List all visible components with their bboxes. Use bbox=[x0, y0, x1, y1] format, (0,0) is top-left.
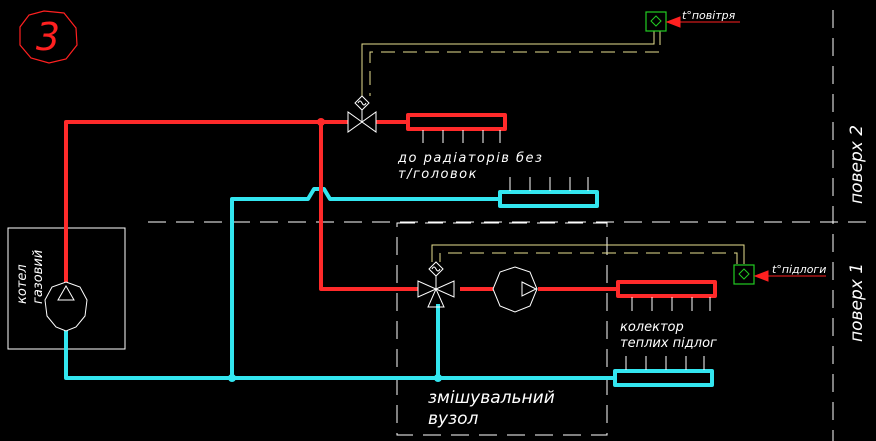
boiler-label-line2: газовий bbox=[31, 250, 46, 304]
schematic-number-badge: 3 bbox=[19, 10, 78, 64]
temperature-sensor-icon bbox=[733, 264, 755, 285]
collector-label-line2: теплих підлог bbox=[620, 336, 717, 351]
floor-supply-manifold bbox=[616, 280, 717, 298]
return-pipework bbox=[64, 187, 714, 387]
sensor-signal-arrows bbox=[665, 16, 826, 282]
radiators-label-line1: до радіаторів без bbox=[397, 151, 543, 166]
junction-dot bbox=[434, 374, 442, 382]
floor-sensor-wire-dash bbox=[439, 252, 738, 264]
return-main-pipe bbox=[64, 329, 615, 380]
supply-main-pipe bbox=[64, 120, 348, 283]
floor-2-label: поверх 2 bbox=[847, 125, 867, 204]
junction-dot bbox=[228, 374, 236, 382]
radiator-supply-manifold bbox=[406, 113, 507, 131]
air-sensor-wire-dash bbox=[369, 31, 661, 96]
floor-1-label: поверх 1 bbox=[847, 263, 867, 342]
boiler-label-line1: котел bbox=[15, 264, 30, 304]
floor-temp-sensor-label: t°підлоги bbox=[772, 263, 826, 276]
control-wiring bbox=[361, 31, 745, 264]
badge-outline bbox=[19, 10, 78, 64]
mixing-unit-frame bbox=[396, 222, 608, 436]
return-riser-pipe bbox=[230, 187, 500, 378]
manifold-outlets bbox=[422, 130, 711, 370]
supply-pipework bbox=[64, 113, 717, 298]
radiator-return-manifold bbox=[498, 190, 599, 208]
badge-number: 3 bbox=[36, 15, 60, 59]
air-temp-sensor-label: t°повітря bbox=[682, 9, 736, 22]
air-sensor-wire bbox=[361, 31, 655, 96]
junction-dot bbox=[317, 118, 325, 126]
motorized-two-way-valve-icon bbox=[347, 95, 377, 133]
mixing-unit-label-line2: вузол bbox=[428, 409, 479, 429]
pump-icon bbox=[44, 281, 88, 332]
floor-return-manifold bbox=[613, 369, 714, 387]
mixing-unit-label-line1: змішувальний bbox=[428, 388, 555, 408]
temperature-sensor-icon bbox=[645, 11, 667, 32]
dashed-guides bbox=[148, 10, 876, 441]
mixing-supply-pipe bbox=[319, 122, 418, 291]
return-junctions bbox=[228, 374, 442, 382]
floor-sensor-wire bbox=[431, 244, 745, 264]
pump-icon bbox=[492, 266, 538, 313]
motorized-three-way-valve-icon bbox=[417, 261, 455, 308]
radiators-label-line2: т/головок bbox=[398, 167, 478, 182]
collector-label-line1: колектор bbox=[620, 320, 684, 335]
